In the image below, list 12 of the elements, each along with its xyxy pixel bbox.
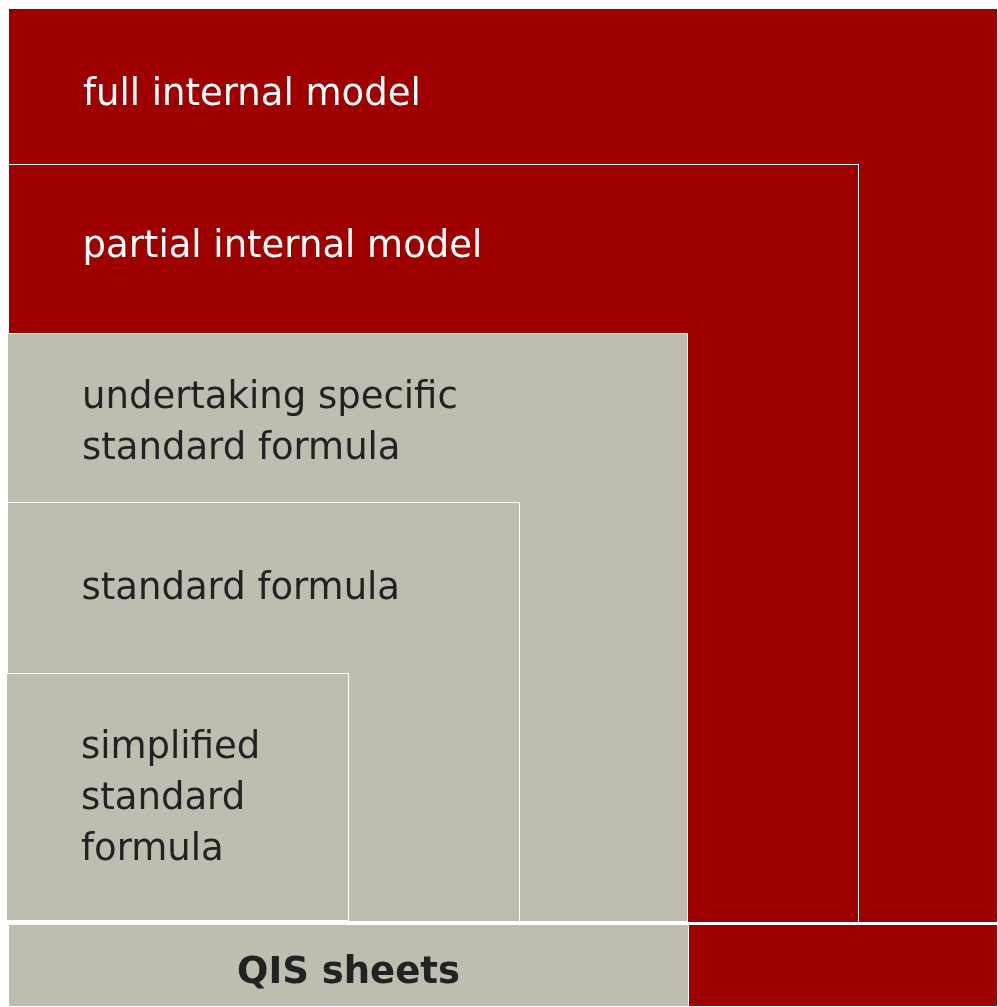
box-title: standard formula [81, 563, 401, 610]
box-title: simplified standard formula [81, 723, 262, 871]
model-box [8, 8, 998, 923]
box-title: undertaking specific standard formula [82, 373, 459, 470]
sheet-box [8, 924, 689, 1007]
box-title: full internal model [83, 70, 421, 116]
formula-box [6, 501, 520, 922]
label-text: QIS sheets [236, 948, 461, 994]
model-box [7, 163, 859, 923]
formula-box [6, 673, 349, 921]
formula-box [7, 333, 688, 922]
box-title: partial internal model [82, 221, 483, 268]
